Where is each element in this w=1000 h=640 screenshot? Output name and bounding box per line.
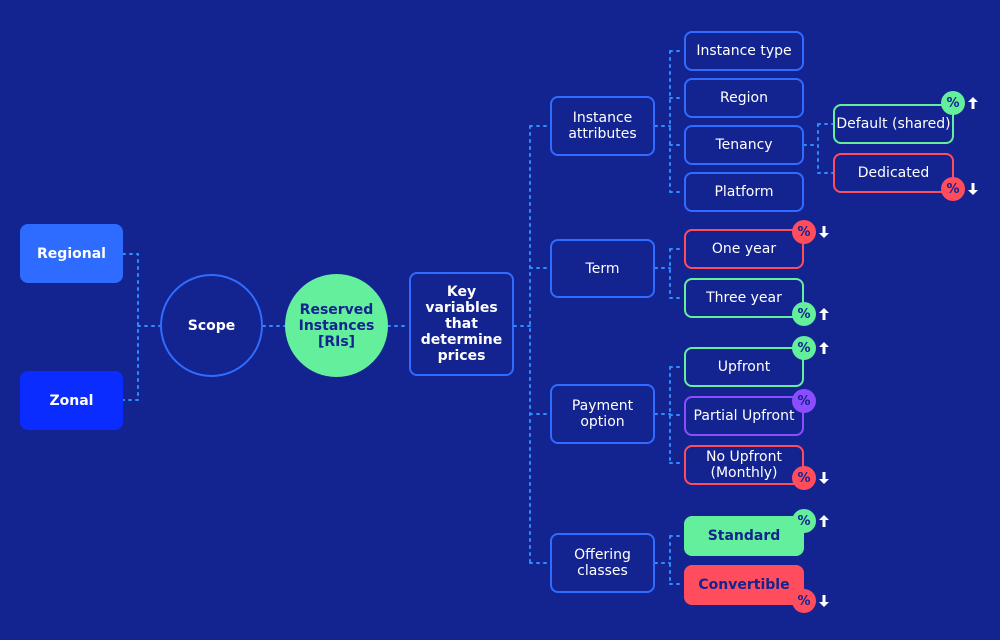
- instance-type-label: Instance type: [696, 43, 792, 59]
- convertible-node: Convertible: [684, 565, 804, 605]
- payment-option-node: Payment option: [550, 384, 655, 444]
- arrow-up-icon: [819, 342, 829, 354]
- percent-badge-icon: %: [792, 589, 816, 613]
- offering-classes-node: Offering classes: [550, 533, 655, 593]
- one-year-node: One year: [684, 229, 804, 269]
- instance-attributes-line-2: attributes: [568, 126, 637, 142]
- upfront-node: Upfront: [684, 347, 804, 387]
- offering-classes-line-2: classes: [577, 563, 628, 579]
- zonal-node: Zonal: [20, 371, 123, 430]
- dedicated-label: Dedicated: [857, 165, 930, 181]
- percent-badge-icon: %: [792, 466, 816, 490]
- partial-upfront-label: Partial Upfront: [693, 408, 795, 424]
- no-upfront-node: No Upfront (Monthly): [684, 445, 804, 485]
- term-node: Term: [550, 239, 655, 298]
- standard-label: Standard: [707, 528, 781, 544]
- arrow-down-icon: [819, 226, 829, 238]
- partial-upfront-node: Partial Upfront: [684, 396, 804, 436]
- reserved-label-line-1: Reserved: [299, 301, 374, 318]
- convertible-label: Convertible: [698, 577, 790, 593]
- platform-label: Platform: [714, 184, 774, 200]
- key-label-line-2: variables: [425, 300, 498, 316]
- upfront-label: Upfront: [717, 359, 771, 375]
- payment-option-line-2: option: [580, 414, 625, 430]
- key-label-line-5: prices: [437, 348, 486, 364]
- reserved-label-line-3: [RIs]: [317, 333, 356, 350]
- instance-attributes-line-1: Instance: [572, 110, 633, 126]
- instance-attributes-node: Instance attributes: [550, 96, 655, 156]
- offering-classes-line-1: Offering: [574, 547, 631, 563]
- key-label-line-4: determine: [420, 332, 503, 348]
- percent-badge-icon: %: [792, 509, 816, 533]
- tenancy-node: Tenancy: [684, 125, 804, 165]
- no-upfront-line-2: (Monthly): [710, 465, 778, 481]
- dedicated-node: Dedicated: [833, 153, 954, 193]
- instance-type-node: Instance type: [684, 31, 804, 71]
- regional-node: Regional: [20, 224, 123, 283]
- arrow-up-icon: [819, 515, 829, 527]
- percent-badge-icon: %: [792, 336, 816, 360]
- scope-node: Scope: [160, 274, 263, 377]
- payment-option-line-1: Payment: [571, 398, 634, 414]
- scope-label: Scope: [187, 317, 236, 334]
- no-upfront-line-1: No Upfront: [706, 449, 782, 465]
- key-variables-node: Key variables that determine prices: [409, 272, 514, 376]
- arrow-up-icon: [968, 97, 978, 109]
- tenancy-label: Tenancy: [715, 137, 773, 153]
- key-label-line-1: Key: [446, 284, 477, 300]
- percent-badge-icon: %: [792, 220, 816, 244]
- default-shared-node: Default (shared): [833, 104, 954, 144]
- arrow-down-icon: [819, 472, 829, 484]
- zonal-label: Zonal: [49, 392, 94, 409]
- arrow-down-icon: [819, 595, 829, 607]
- percent-badge-icon: %: [792, 389, 816, 413]
- three-year-node: Three year: [684, 278, 804, 318]
- region-label: Region: [720, 90, 768, 106]
- default-shared-label: Default (shared): [836, 116, 951, 132]
- percent-badge-icon: %: [792, 302, 816, 326]
- reserved-label-line-2: Instances: [298, 317, 375, 334]
- percent-badge-icon: %: [941, 91, 965, 115]
- regional-label: Regional: [37, 245, 106, 262]
- percent-badge-icon: %: [941, 177, 965, 201]
- key-label-line-3: that: [445, 316, 478, 332]
- arrow-down-icon: [968, 183, 978, 195]
- arrow-up-icon: [819, 308, 829, 320]
- term-label: Term: [585, 260, 620, 277]
- one-year-label: One year: [711, 241, 777, 257]
- region-node: Region: [684, 78, 804, 118]
- three-year-label: Three year: [706, 290, 782, 306]
- platform-node: Platform: [684, 172, 804, 212]
- reserved-instances-node: Reserved Instances [RIs]: [285, 274, 388, 377]
- standard-node: Standard: [684, 516, 804, 556]
